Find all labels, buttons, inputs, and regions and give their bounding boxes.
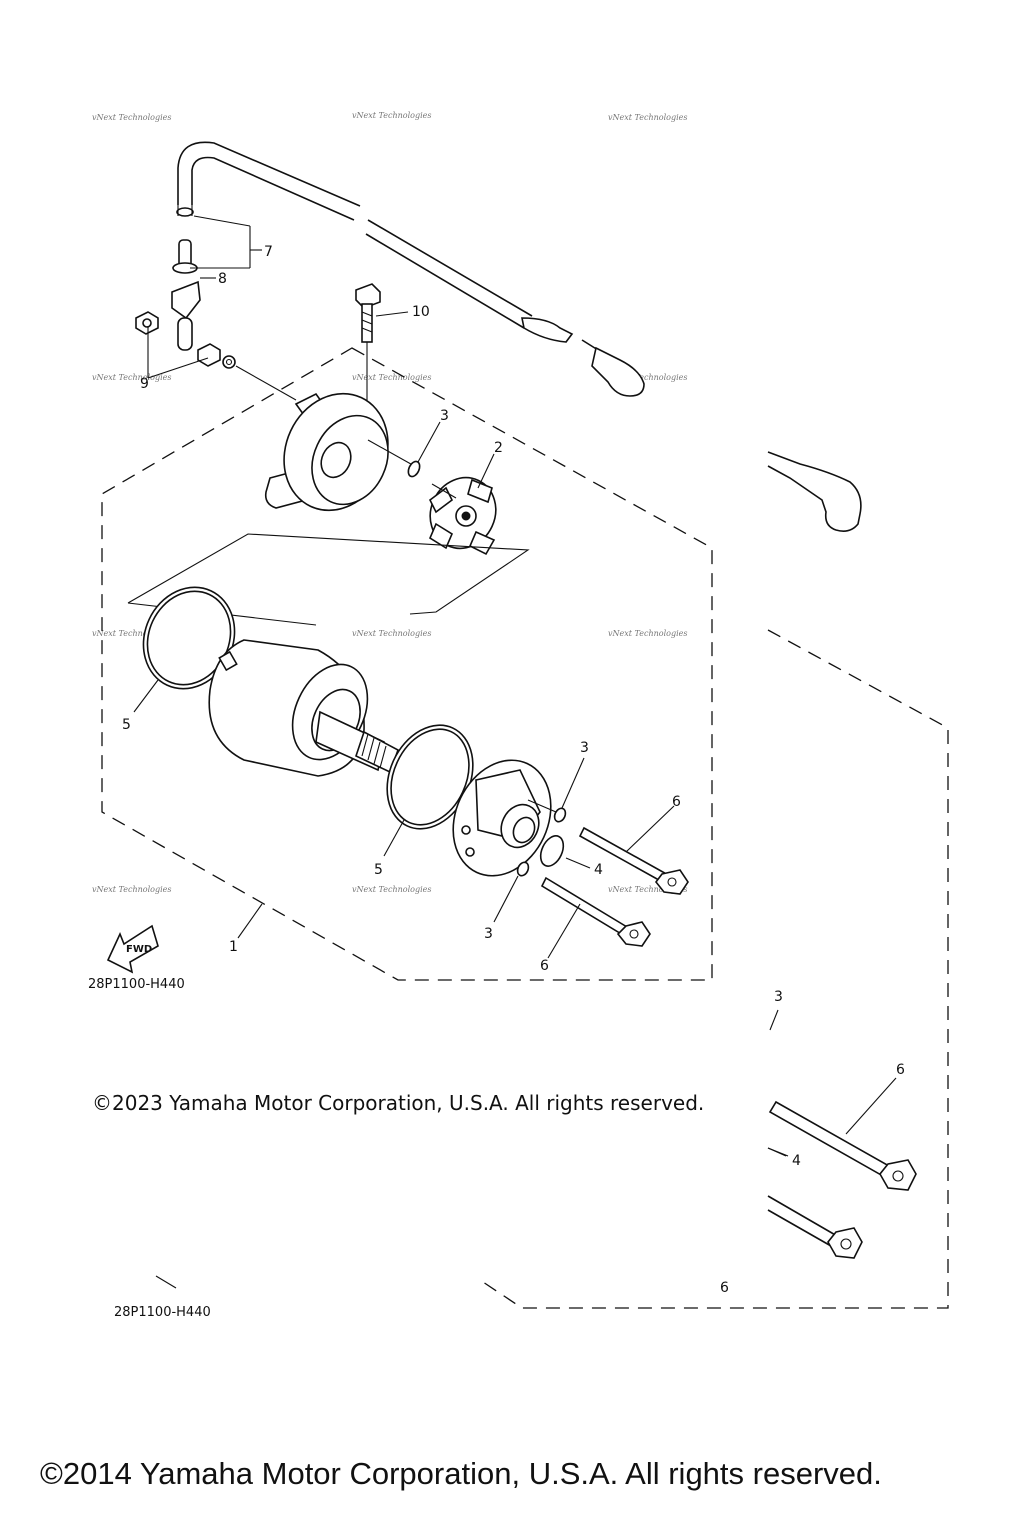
diagram-ref-code: 28P1100-H440 [88,977,185,992]
callout-3: 3 [440,408,449,424]
o-ring-3-top [407,460,421,478]
callout-9: 9 [140,376,149,392]
fwd-label: FWD [126,944,152,955]
watermark: vNext Technologies [608,629,687,638]
watermark: vNext Technologies [92,885,171,894]
terminal-hardware [135,239,297,401]
secondary-bolts [767,1100,917,1259]
watermark: vNext Technologies [352,111,431,120]
callout-1: 1 [229,939,238,955]
callouts: 1 2 3 3 3 3 4 4 5 5 6 6 6 6 7 8 9 10 [122,244,905,1296]
o-rings-small [516,799,567,877]
brush-holder [428,476,497,556]
callout-3: 3 [484,926,493,942]
callout-3: 3 [774,989,783,1005]
bolt-10 [355,283,381,420]
o-ring-5-center [386,724,474,830]
callout-5: 5 [122,717,131,733]
copyright-mid: ©2023 Yamaha Motor Corporation, U.S.A. A… [92,1091,704,1115]
watermarks: vNext Technologies vNext Technologies vN… [92,111,687,894]
callout-10: 10 [412,304,430,320]
fwd-arrow: FWD [106,924,159,974]
callout-6: 6 [540,958,549,974]
copyright-bottom: ©2014 Yamaha Motor Corporation, U.S.A. A… [40,1456,882,1491]
diagram-ref-code-secondary: 28P1100-H440 [114,1305,211,1320]
callout-4: 4 [594,862,603,878]
starter-cable [176,141,862,532]
assembly-boundary [101,347,713,981]
front-cover [264,392,419,512]
watermark: vNext Technologies [92,113,171,122]
rear-cover [452,759,552,877]
callout-6: 6 [672,794,681,810]
callout-8: 8 [218,271,227,287]
watermark: vNext Technologies [608,113,687,122]
callout-2: 2 [494,440,503,456]
callout-3: 3 [580,740,589,756]
callout-4: 4 [792,1153,801,1169]
callout-7: 7 [264,244,273,260]
watermark: vNext Technologies [608,373,687,382]
watermark: vNext Technologies [352,885,431,894]
watermark: vNext Technologies [608,885,687,894]
secondary-assembly-boundary [479,629,949,1309]
callout-6: 6 [720,1280,729,1296]
o-ring-5-left [142,586,236,690]
callout-5: 5 [374,862,383,878]
leader-lines [133,215,897,1289]
watermark: vNext Technologies [352,373,431,382]
long-bolts [540,826,689,947]
callout-6: 6 [896,1062,905,1078]
watermark: vNext Technologies [92,373,171,382]
watermark: vNext Technologies [92,629,171,638]
armature-yoke [208,639,399,777]
watermark: vNext Technologies [352,629,431,638]
